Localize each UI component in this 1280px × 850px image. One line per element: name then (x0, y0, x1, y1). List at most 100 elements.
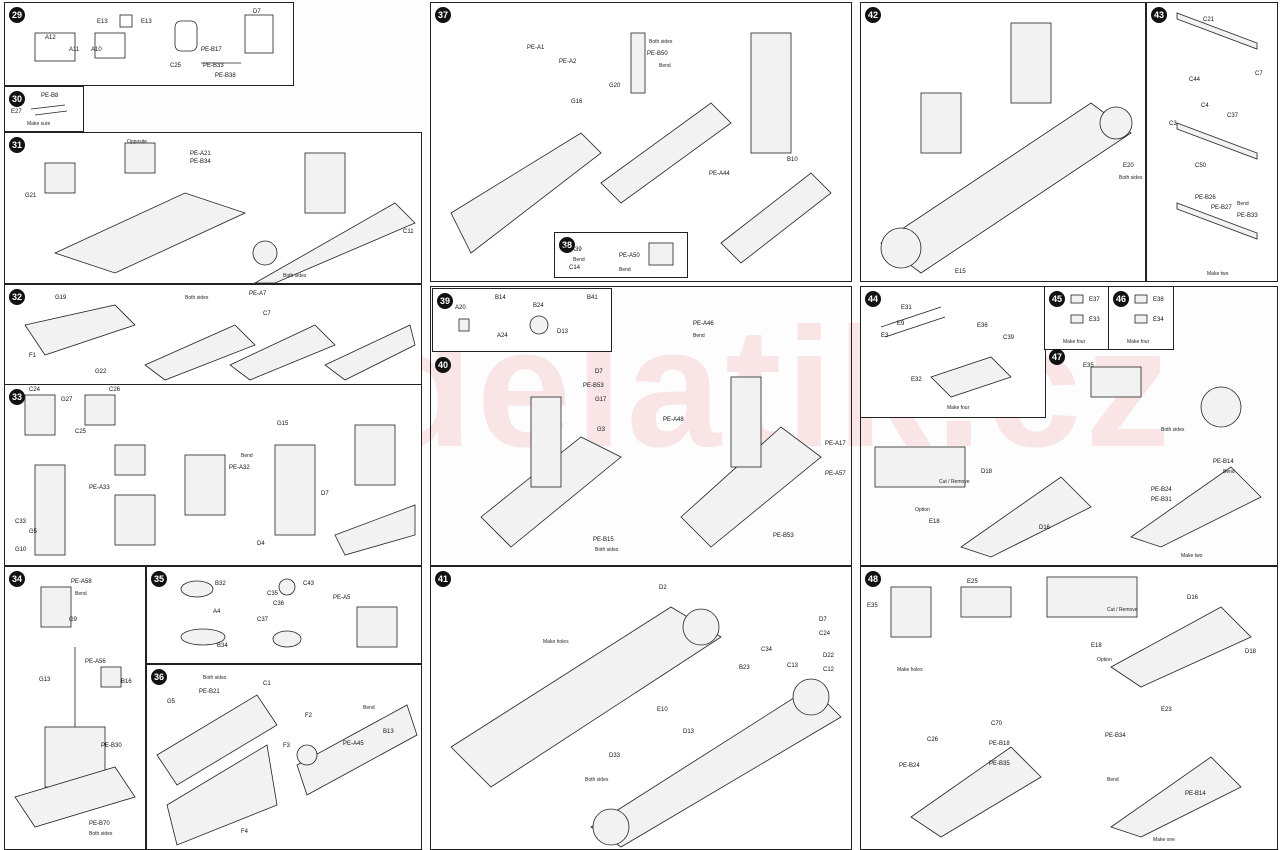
part-label: E23 (1161, 707, 1172, 713)
part-label: F3 (283, 743, 291, 749)
part-label: PE-B24 (1151, 487, 1172, 493)
part-label: B16 (121, 679, 132, 685)
part-label: E13 (141, 19, 152, 25)
part-label: E36 (977, 323, 988, 329)
note-text: Make holes (543, 639, 569, 645)
step-32-illustration (24, 304, 416, 381)
note-text: Both sides (283, 273, 307, 279)
part-label: PE-B30 (101, 743, 122, 749)
part-label: E13 (97, 19, 108, 25)
step-44-panel: 44 E31 E9 E3 E36 E32 C39 Make four (860, 286, 1046, 418)
part-label: PE-B18 (989, 741, 1010, 747)
step-41-panel: 41 D7 C24 C34 D22 C13 C12 E10 D13 B23 D2… (430, 566, 852, 850)
step-39-illustration (458, 315, 549, 335)
note-text: Make one (1153, 837, 1175, 843)
part-label: C26 (109, 387, 121, 393)
part-label: E18 (1091, 643, 1102, 649)
part-label: A11 (69, 47, 80, 53)
step-number: 39 (437, 293, 453, 309)
step-34-panel: 34 PE-A58 G9 G13 PE-A56 B16 PE-B30 PE-B7… (4, 566, 146, 850)
part-label: D16 (1039, 525, 1051, 531)
part-label: PE-A2 (559, 59, 577, 65)
part-label: C36 (273, 601, 285, 607)
part-label: G3 (597, 427, 606, 433)
part-label: PE-B26 (1195, 195, 1216, 201)
part-label: PE-A17 (825, 441, 846, 447)
part-label: PE-A1 (527, 45, 545, 51)
step-47-panel: 47 E35 D16 E18 D18 PE-B14 PE-B24 PE-B31 … (860, 286, 1278, 566)
part-label: E34 (1153, 317, 1164, 323)
step-38-illustration (648, 242, 674, 266)
step-37-panel: 37 PE-A1 PE-A2 G16 PE-B50 G20 PE-A44 B10… (430, 2, 852, 282)
note-text: Bend (619, 267, 631, 273)
part-label: PE-A56 (85, 659, 106, 665)
note-text: Make holes (897, 667, 923, 673)
note-text: Both sides (185, 295, 209, 301)
part-label: PE-B53 (583, 383, 604, 389)
note-text: Both sides (1161, 427, 1185, 433)
step-number: 43 (1151, 7, 1167, 23)
part-label: D4 (257, 541, 265, 547)
step-number: 46 (1113, 291, 1129, 307)
part-label: PE-B35 (989, 761, 1010, 767)
step-number: 29 (9, 7, 25, 23)
note-text: Make two (1207, 271, 1229, 277)
part-label: E32 (911, 377, 922, 383)
note-text: Make four (1063, 339, 1086, 345)
note-text: Make four (947, 405, 970, 411)
note-text: Cut / Remove (939, 479, 970, 485)
part-label: E10 (657, 707, 668, 713)
note-text: Bend (241, 453, 253, 459)
step-31-panel: 31 G21 PE-A21 PE-B34 C11 Opposite Both s… (4, 132, 422, 284)
note-text: Both sides (585, 777, 609, 783)
part-label: E25 (967, 579, 978, 585)
part-label: E20 (1123, 163, 1134, 169)
part-label: G19 (55, 295, 67, 301)
note-text: Bend (659, 63, 671, 69)
part-label: E37 (1089, 297, 1100, 303)
part-label: PE-A44 (709, 171, 730, 177)
part-label: B13 (383, 729, 394, 735)
part-label: B23 (739, 665, 750, 671)
part-label: C11 (403, 229, 414, 235)
part-label: PE-B38 (215, 73, 236, 79)
part-label: PE-B14 (1185, 791, 1206, 797)
part-label: D22 (823, 653, 835, 659)
part-label: F2 (305, 713, 313, 719)
note-text: Both sides (649, 39, 673, 45)
part-label: B41 (587, 295, 598, 301)
step-number: 30 (9, 91, 25, 107)
step-43-panel: 43 C21 C44 C7 C4 C37 C3 C50 PE-B26 PE-B2… (1146, 2, 1278, 282)
part-label: C3 (1169, 121, 1177, 127)
part-label: C50 (1195, 163, 1207, 169)
part-label: E35 (867, 603, 878, 609)
part-label: C26 (927, 737, 939, 743)
part-label: PE-A21 (190, 151, 211, 157)
part-label: B32 (215, 581, 226, 587)
note-text: Bend (573, 257, 585, 263)
part-label: PE-B53 (773, 533, 794, 539)
step-number: 34 (9, 571, 25, 587)
step-34-illustration (14, 586, 136, 828)
step-number: 38 (559, 237, 575, 253)
note-text: Make four (1127, 339, 1150, 345)
part-label: G27 (61, 397, 73, 403)
part-label: G15 (277, 421, 289, 427)
part-label: PE-B21 (199, 689, 220, 695)
step-31-illustration (44, 142, 416, 283)
part-label: B14 (495, 295, 506, 301)
part-label: E31 (901, 305, 912, 311)
part-label: G9 (69, 617, 78, 623)
note-text: Bend (1223, 469, 1235, 475)
part-label: D33 (609, 753, 621, 759)
part-label: PE-A57 (825, 471, 846, 477)
step-35-panel: 35 B32 A4 B34 C35 C36 C37 C43 PE-A5 (146, 566, 422, 664)
step-48-panel: 48 E35 E25 D16 D18 E18 C26 C70 PE-B18 PE… (860, 566, 1278, 850)
part-label: C24 (29, 387, 41, 393)
part-label: PE-A33 (89, 485, 110, 491)
step-number: 41 (435, 571, 451, 587)
part-label: C37 (257, 617, 269, 623)
part-label: C7 (263, 311, 271, 317)
part-label: C70 (991, 721, 1003, 727)
note-text: Both sides (203, 675, 227, 681)
